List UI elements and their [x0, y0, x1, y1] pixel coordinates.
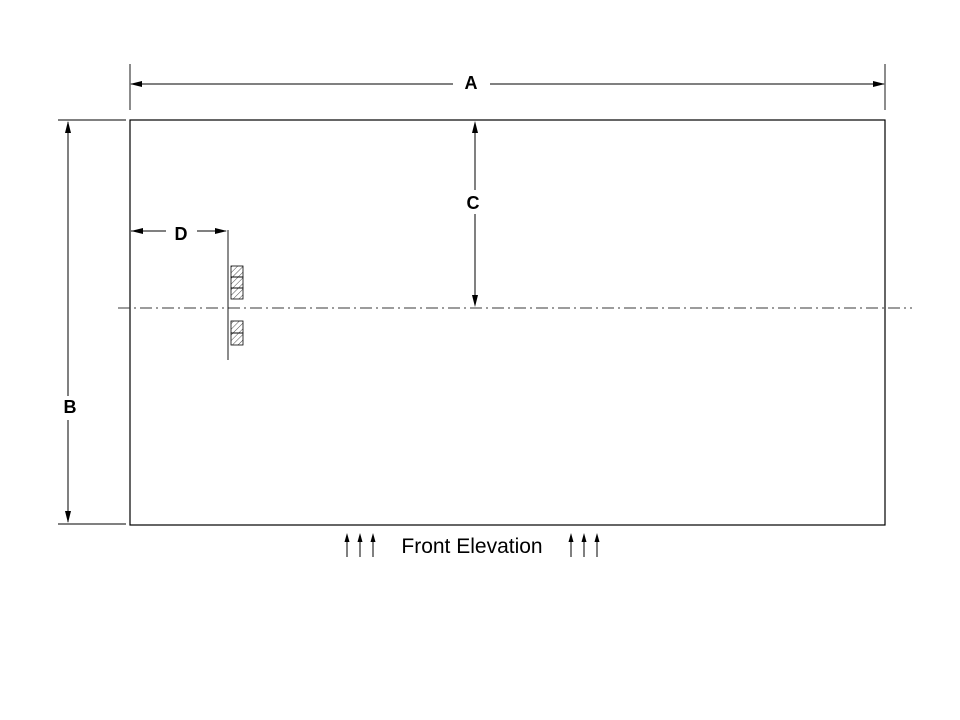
up-arrow-icon	[568, 533, 574, 542]
up-arrow-icon	[370, 533, 376, 542]
dimension-b: B	[58, 119, 126, 525]
dimension-a: A	[129, 64, 886, 110]
hatch-cell	[230, 276, 244, 289]
dimension-c: C	[467, 121, 480, 307]
arrowhead-up-icon	[472, 121, 478, 133]
caption-label: Front Elevation	[401, 535, 542, 558]
arrowhead-left-icon	[131, 228, 143, 234]
hatch-cell	[230, 332, 244, 346]
dimension-b-label: B	[64, 397, 77, 417]
hatch-cell	[230, 320, 244, 334]
hatch-cell	[230, 265, 244, 278]
arrowhead-right-icon	[873, 81, 885, 87]
up-arrow-icon	[581, 533, 587, 542]
vessel-outline	[129, 119, 886, 526]
caption-arrows-right	[568, 533, 600, 557]
dimension-c-label: C	[467, 193, 480, 213]
hatch-cell	[230, 287, 244, 300]
dimension-d-label: D	[175, 224, 188, 244]
dimension-d: D	[131, 224, 227, 244]
arrowhead-left-icon	[130, 81, 142, 87]
dimension-a-label: A	[465, 73, 478, 93]
nozzle-feature	[227, 230, 244, 360]
arrowhead-down-icon	[472, 295, 478, 307]
arrowhead-right-icon	[215, 228, 227, 234]
up-arrow-icon	[594, 533, 600, 542]
arrowhead-down-icon	[65, 511, 71, 523]
caption-arrows-left	[344, 533, 376, 557]
up-arrow-icon	[344, 533, 350, 542]
up-arrow-icon	[357, 533, 363, 542]
arrowhead-up-icon	[65, 121, 71, 133]
